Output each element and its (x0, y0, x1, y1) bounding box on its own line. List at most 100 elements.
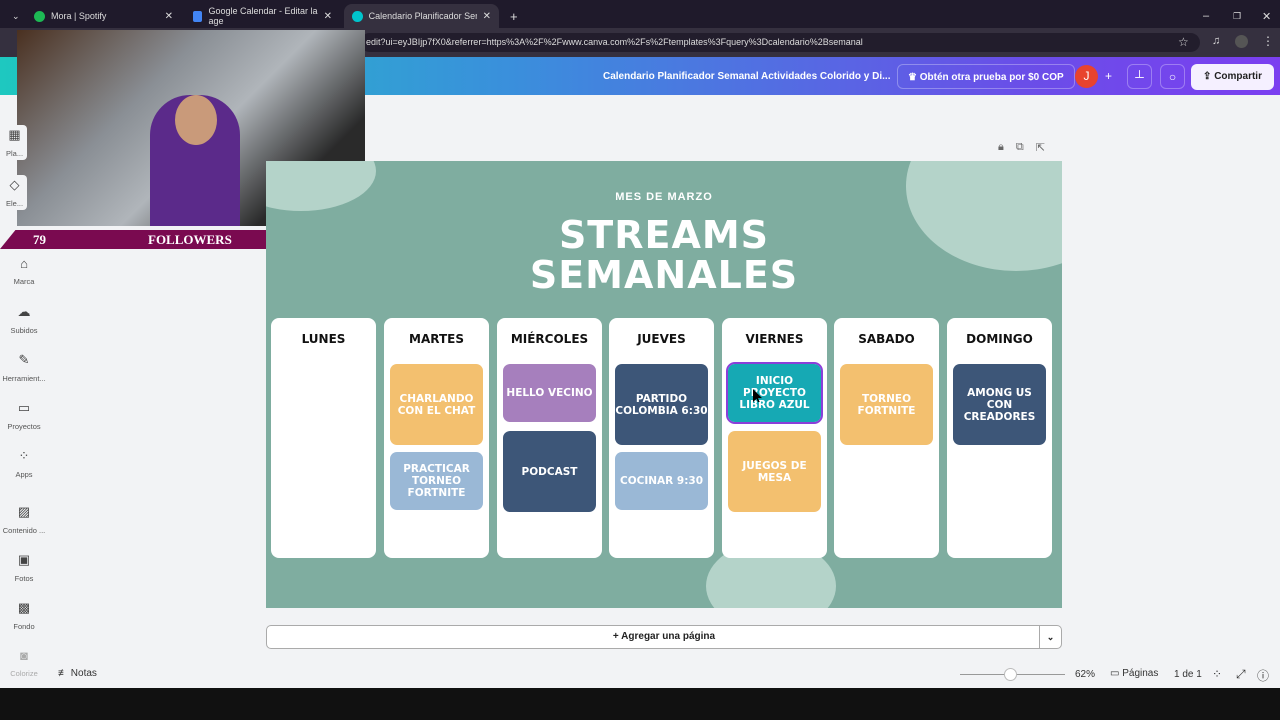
tab-canva[interactable]: Calendario Planificador Semana✕ (344, 4, 499, 28)
tab-google-calendar[interactable]: Google Calendar - Editar la age ✕ (185, 4, 340, 28)
tab-label: Google Calendar - Editar la age (208, 6, 318, 26)
folder-icon: ▭ (17, 400, 31, 415)
new-tab-button[interactable]: + (510, 8, 518, 24)
magic-media-icon: ▨ (17, 504, 31, 519)
canva-icon (352, 10, 363, 22)
sidebar-label: Ele... (6, 199, 24, 208)
month-label[interactable]: MES DE MARZO (615, 191, 713, 203)
event-card[interactable]: AMONG US CON CREADORES (953, 364, 1046, 445)
day-column-sabado[interactable]: SABADO TORNEO FORTNITE (834, 318, 939, 558)
day-column-martes[interactable]: MARTES CHARLANDO CON EL CHAT PRACTICAR TOR… (384, 318, 489, 558)
webcam-person-head (175, 95, 217, 145)
menu-icon[interactable]: ⋮ (1262, 34, 1274, 48)
duplicate-page-icon[interactable]: ⧉ (1015, 141, 1024, 153)
sidebar-item-uploads[interactable]: ☁Subidos (0, 304, 48, 335)
day-name[interactable]: JUEVES (637, 332, 686, 346)
minimize-button[interactable]: – (1203, 10, 1210, 22)
day-name[interactable]: VIERNES (745, 332, 804, 346)
pages-label: Páginas (1122, 668, 1159, 679)
bottom-bar: ≢ Notas 62% ▭ Páginas 1 de 1 ⁘ ⤢ ⓘ (0, 664, 1280, 686)
url-input[interactable]: edit?ui=eyJBIjp7fX0&referrer=https%3A%2F… (360, 33, 1200, 52)
add-page-icon[interactable]: ⇱ (1035, 142, 1045, 154)
tab-spotify[interactable]: Mora | Spotify ✕ (26, 4, 181, 28)
day-column-viernes[interactable]: VIERNES INICIO PROYECTO LIBRO AZUL JUEGOS … (722, 318, 827, 558)
day-column-domingo[interactable]: DOMINGO AMONG US CON CREADORES (947, 318, 1052, 558)
sidebar-item-elements[interactable]: ◇Ele... (2, 175, 28, 210)
apps-icon: ⁘ (18, 448, 30, 463)
profile-icon[interactable] (1235, 35, 1248, 48)
fullscreen-icon[interactable]: ⤢ (1236, 667, 1246, 681)
notes-button[interactable]: ≢ Notas (58, 668, 97, 679)
sidebar-label: Colorize (10, 669, 38, 678)
pages-icon: ▭ (1110, 668, 1123, 679)
pages-button[interactable]: ▭ Páginas (1110, 668, 1158, 679)
event-card[interactable]: CHARLANDO CON EL CHAT (390, 364, 483, 445)
avatar[interactable]: J (1075, 65, 1098, 88)
insights-chart-icon[interactable]: ┴ (1127, 64, 1152, 89)
tab-label: Mora | Spotify (51, 11, 107, 21)
day-name[interactable]: LUNES (301, 332, 346, 346)
mouse-cursor-icon (753, 389, 762, 402)
trial-button[interactable]: ♛ Obtén otra prueba por $0 COP (897, 64, 1075, 89)
document-title[interactable]: Calendario Planificador Semanal Activida… (603, 71, 891, 82)
design-icon: ▦ (8, 127, 21, 142)
event-card[interactable]: HELLO VECINO (503, 364, 596, 422)
comment-icon[interactable]: ○ (1160, 64, 1185, 89)
event-card[interactable]: INICIO PROYECTO LIBRO AZUL (726, 362, 823, 424)
page-tools: 🔒︎ ⧉ ⇱ (998, 141, 1045, 154)
event-card[interactable]: PARTIDO COLOMBIA 6:30 (615, 364, 708, 445)
sidebar-item-brand[interactable]: ⌂Marca (0, 256, 48, 286)
sidebar-item-colorize[interactable]: ◙Colorize (0, 648, 48, 678)
event-card[interactable]: PRACTICAR TORNEO FORTNITE (390, 452, 483, 510)
zoom-slider-handle[interactable] (1004, 668, 1018, 681)
decorative-blob (266, 161, 376, 211)
close-icon[interactable]: ✕ (323, 10, 332, 22)
title-line: SEMANALES (529, 253, 799, 297)
share-icon: ⇪ (1203, 71, 1215, 82)
event-card[interactable]: TORNEO FORTNITE (840, 364, 933, 445)
sidebar-item-projects[interactable]: ▭Proyectos (0, 400, 48, 431)
sidebar-item-design[interactable]: ▦Pla... (2, 125, 28, 160)
day-column-lunes[interactable]: LUNES (271, 318, 376, 558)
zoom-level[interactable]: 62% (1075, 669, 1096, 680)
sidebar: ▦Pla... ◇Ele... ⌂Marca ☁Subidos ✎Herrami… (0, 95, 48, 695)
sidebar-item-background[interactable]: ▩Fondo (0, 600, 48, 631)
calendar-icon (193, 10, 203, 22)
bookmark-star-icon[interactable]: ☆ (1178, 35, 1189, 49)
help-icon[interactable]: ⓘ (1257, 669, 1270, 683)
add-page-button[interactable]: + Agregar una página⌄ (266, 625, 1062, 649)
close-icon[interactable]: ✕ (482, 10, 491, 22)
day-name[interactable]: MIÉRCOLES (510, 332, 589, 346)
close-icon[interactable]: ✕ (164, 10, 173, 22)
sidebar-item-tools[interactable]: ✎Herramient... (0, 352, 48, 383)
grid-view-icon[interactable]: ⁘ (1212, 667, 1223, 681)
browser-tab-bar: ⌄ Mora | Spotify ✕ Google Calendar - Edit… (0, 0, 1280, 28)
media-control-icon[interactable]: ♫ (1212, 35, 1221, 47)
lock-icon[interactable]: 🔒︎ (998, 141, 1004, 153)
day-column-miércoles[interactable]: MIÉRCOLES HELLO VECINO PODCAST (497, 318, 602, 558)
tab-list-button[interactable]: ⌄ (12, 10, 20, 21)
close-window-button[interactable]: ✕ (1262, 10, 1272, 23)
day-name[interactable]: MARTES (409, 332, 464, 346)
add-collaborator-button[interactable]: + (1104, 69, 1112, 83)
share-button[interactable]: ⇪ Compartir (1191, 64, 1274, 90)
notes-icon: ≢ (58, 668, 71, 679)
sidebar-label: Apps (15, 470, 33, 479)
day-name[interactable]: SABADO (858, 332, 915, 346)
event-card[interactable]: COCINAR 9:30 (615, 452, 708, 510)
sidebar-label: Subidos (10, 326, 38, 335)
chevron-down-icon[interactable]: ⌄ (1039, 626, 1061, 648)
event-card[interactable]: PODCAST (503, 431, 596, 512)
event-card[interactable]: JUEGOS DE MESA (728, 431, 821, 512)
sidebar-item-apps[interactable]: ⁘ Apps (0, 448, 48, 479)
followers-label: FOLLOWERS (148, 232, 232, 247)
sidebar-item-magic-media[interactable]: ▨ Contenido ... (0, 504, 48, 535)
day-name[interactable]: DOMINGO (966, 332, 1033, 346)
restore-button[interactable]: ❐ (1233, 10, 1242, 21)
sidebar-label: Herramient... (2, 374, 46, 383)
sidebar-item-photos[interactable]: ▣Fotos (0, 552, 48, 583)
sidebar-label: Contenido ... (2, 526, 46, 535)
